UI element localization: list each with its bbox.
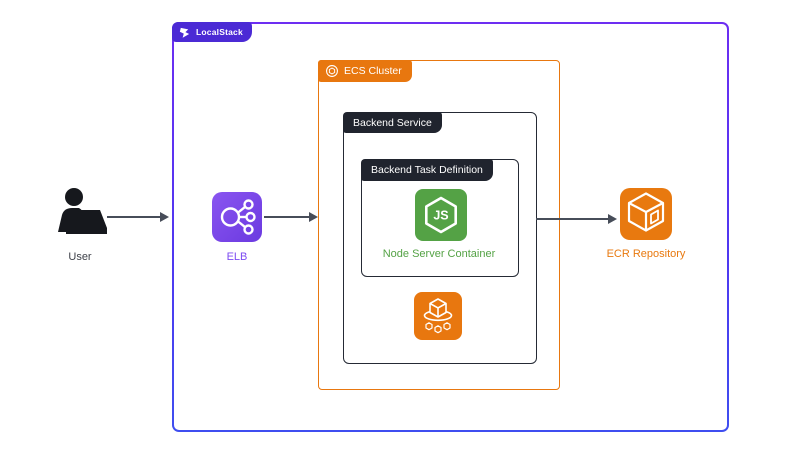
backend-service-badge-label: Backend Service (353, 116, 432, 129)
localstack-logo-icon (178, 26, 191, 39)
user-label: User (68, 251, 92, 263)
backend-service-badge: Backend Service (343, 112, 442, 133)
backend-task-definition-badge-label: Backend Task Definition (371, 164, 483, 176)
user-at-laptop-icon (53, 186, 107, 244)
svg-text:JS: JS (433, 209, 448, 223)
arrow-user-to-localstack (107, 212, 169, 222)
localstack-badge-label: LocalStack (196, 27, 243, 37)
node-server-container-label: Node Server Container (382, 248, 496, 260)
arrow-backend-service-to-ecr (536, 214, 617, 224)
nodejs-icon: JS (415, 189, 467, 241)
ecs-cluster-badge-label: ECS Cluster (344, 65, 402, 77)
arrow-elb-to-ecs-cluster (264, 212, 318, 222)
ecs-cluster-badge: ECS Cluster (318, 60, 412, 82)
ecs-cluster-group-box (318, 60, 560, 390)
elastic-load-balancer-icon (212, 192, 262, 242)
ecs-service-icon (325, 64, 339, 78)
backend-task-definition-badge: Backend Task Definition (361, 159, 493, 181)
ecr-repository-icon (620, 188, 672, 240)
ecs-task-icon (414, 292, 462, 340)
ecr-repository-label: ECR Repository (606, 248, 686, 260)
localstack-badge: LocalStack (172, 22, 252, 42)
elb-label: ELB (226, 251, 248, 263)
